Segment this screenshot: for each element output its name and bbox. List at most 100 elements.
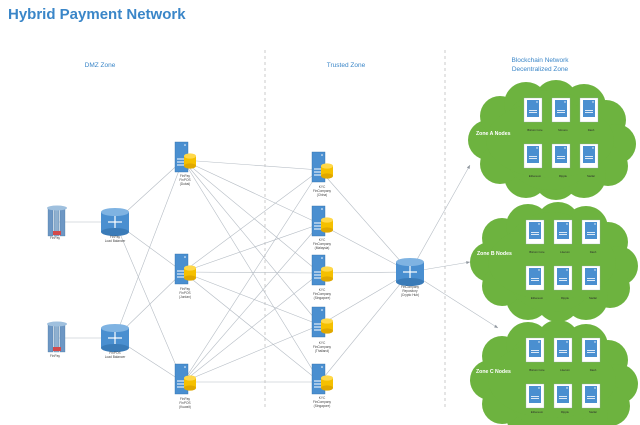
connection-line bbox=[319, 271, 411, 326]
server-led bbox=[321, 366, 323, 368]
trusted-zone-label: Trusted Zone bbox=[326, 62, 366, 69]
kyc-server-caption: KYC FinCompany (Thailand) bbox=[312, 341, 332, 353]
connection-arrow bbox=[409, 271, 499, 329]
dmz-zone-label: DMZ Zone bbox=[84, 62, 116, 69]
node-led bbox=[536, 101, 538, 103]
server-slot bbox=[314, 323, 323, 325]
blockchain-node bbox=[551, 97, 571, 123]
zone-b-title: Zone B Nodes bbox=[477, 251, 512, 257]
kyc-server-caption: KYC FinCompany (Singapore) bbox=[312, 288, 332, 300]
connection-line bbox=[182, 159, 321, 274]
server-led bbox=[321, 208, 323, 210]
node-slot bbox=[559, 396, 567, 397]
node-caption: Monero bbox=[558, 128, 568, 132]
server-slot bbox=[314, 383, 323, 385]
node-led bbox=[566, 387, 568, 389]
node-slot bbox=[531, 278, 539, 279]
node-caption: Dash bbox=[589, 368, 597, 372]
node-caption: Stellar bbox=[587, 174, 595, 178]
node-slot bbox=[587, 280, 595, 281]
connection-line bbox=[182, 324, 321, 383]
node-led bbox=[594, 269, 596, 271]
node-slot bbox=[587, 396, 595, 397]
node-led bbox=[538, 223, 540, 225]
db-top bbox=[321, 318, 333, 324]
server-slot bbox=[177, 270, 186, 272]
node-caption: Ethereum bbox=[528, 174, 542, 178]
gateway-caption: FinPay bbox=[50, 354, 60, 358]
node-slot bbox=[531, 350, 539, 351]
node-slot bbox=[559, 352, 567, 353]
kyc-server-5-db bbox=[321, 375, 333, 391]
gateway-caption: FinPay bbox=[50, 236, 60, 240]
node-led bbox=[564, 101, 566, 103]
server-led bbox=[184, 144, 186, 146]
server-slot bbox=[314, 222, 323, 224]
kyc-server-2-db bbox=[321, 217, 333, 233]
lb-bottom bbox=[101, 228, 129, 236]
node-slot bbox=[531, 396, 539, 397]
node-led bbox=[564, 147, 566, 149]
blockchain-node bbox=[523, 97, 543, 123]
db-body bbox=[321, 321, 333, 331]
node-slot bbox=[529, 110, 537, 111]
server-slot bbox=[177, 380, 186, 382]
gateway-unit bbox=[47, 207, 54, 237]
server-led bbox=[184, 366, 186, 368]
node-slot bbox=[585, 158, 593, 159]
db-bottom bbox=[321, 385, 333, 391]
blockchain-node bbox=[523, 143, 543, 169]
node-caption: Stellar bbox=[589, 410, 597, 414]
server-slot bbox=[177, 164, 186, 166]
node-caption: Bitcoin Core bbox=[529, 368, 545, 372]
pos-server-caption: FinPay FinPOS (Kuwait) bbox=[179, 397, 191, 409]
db-top bbox=[184, 153, 196, 159]
db-body bbox=[184, 268, 196, 278]
db-body bbox=[321, 220, 333, 230]
zone-c-title: Zone C Nodes bbox=[476, 369, 511, 375]
node-led bbox=[538, 269, 540, 271]
node-caption: Bitcoin Core bbox=[527, 128, 543, 132]
blockchain-zone-label-line2: Decentralized Zone bbox=[511, 66, 569, 73]
node-led bbox=[536, 147, 538, 149]
node-slot bbox=[587, 232, 595, 233]
blockchain-node bbox=[579, 97, 599, 123]
finpay-load-balancer bbox=[101, 208, 129, 236]
db-top bbox=[321, 375, 333, 381]
blockchain-node bbox=[525, 383, 545, 409]
blockchain-node bbox=[581, 219, 601, 245]
connection-line bbox=[114, 221, 184, 383]
node-slot bbox=[529, 112, 537, 113]
db-body bbox=[321, 378, 333, 388]
blockchain-node bbox=[525, 337, 545, 363]
lb-top bbox=[396, 258, 424, 266]
kyc-server-1-db bbox=[321, 163, 333, 179]
server-slot bbox=[314, 274, 323, 276]
node-led bbox=[538, 341, 540, 343]
server-led bbox=[321, 309, 323, 311]
load-balancer-caption: FinPay Load Balancer bbox=[104, 235, 126, 243]
node-led bbox=[566, 269, 568, 271]
lb-bottom bbox=[396, 278, 424, 286]
db-bottom bbox=[184, 275, 196, 281]
server-slot bbox=[177, 386, 186, 388]
node-slot bbox=[557, 156, 565, 157]
node-led bbox=[594, 387, 596, 389]
node-slot bbox=[559, 350, 567, 351]
pos-server-2-db bbox=[184, 265, 196, 281]
lb-bottom bbox=[101, 344, 129, 352]
node-slot bbox=[585, 110, 593, 111]
node-slot bbox=[557, 110, 565, 111]
blockchain-node bbox=[581, 265, 601, 291]
server-led bbox=[321, 154, 323, 156]
connection-line bbox=[182, 159, 321, 225]
kyc-server-3-db bbox=[321, 266, 333, 282]
node-led bbox=[566, 223, 568, 225]
node-slot bbox=[587, 350, 595, 351]
node-slot bbox=[559, 234, 567, 235]
connection-line bbox=[319, 169, 411, 273]
blockchain-node bbox=[551, 143, 571, 169]
kyc-server-caption: KYC FinCompany (China) bbox=[312, 185, 332, 197]
node-led bbox=[538, 387, 540, 389]
